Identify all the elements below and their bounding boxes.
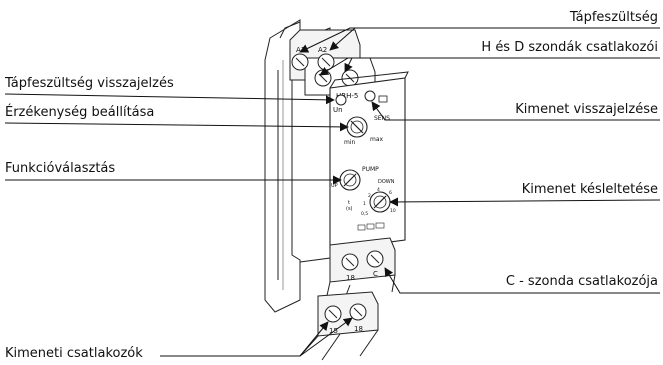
leader-c-probe xyxy=(384,267,660,294)
terminal-c-label: C xyxy=(373,270,378,278)
delay-scale-label: 4 xyxy=(377,187,380,193)
label-output-indication: Kimenet visszajelzése xyxy=(515,102,658,117)
up-label: UP xyxy=(331,183,338,189)
supply-led xyxy=(335,94,347,106)
bottom-terminal-block xyxy=(299,291,379,361)
leader-sensitivity xyxy=(4,122,349,132)
relay-symbol-icon xyxy=(378,95,388,103)
function-knob[interactable] xyxy=(339,169,361,191)
delay-scale-label: 6 xyxy=(389,190,392,196)
sens-label: SENS xyxy=(374,115,390,122)
sens-max-label: max xyxy=(370,136,384,143)
leader-hd xyxy=(319,57,660,76)
supply-led-label: Un xyxy=(333,106,343,114)
label-c-probe: C - szonda csatlakozója xyxy=(505,274,658,289)
delay-scale-label: 10 xyxy=(390,208,396,214)
delay-scale-label: 2 xyxy=(368,193,371,199)
leader-supply-indication xyxy=(4,93,335,105)
label-h-d-probes: H és D szondák csatlakozói xyxy=(481,40,658,55)
nameplate-marks xyxy=(357,222,385,231)
label-function-select: Funkcióválasztás xyxy=(5,161,116,176)
top-terminal-block xyxy=(279,21,376,96)
model-label: HRH-5 xyxy=(336,92,358,100)
terminal-a2-label: A2 xyxy=(318,46,327,54)
delay-scale-label: 0,5 xyxy=(361,211,368,217)
leader-output-terminals-2 xyxy=(299,317,353,357)
leader-delay xyxy=(389,197,661,207)
leader-supply-2 xyxy=(329,27,356,51)
down-label: DOWN xyxy=(378,179,395,185)
leader-supply xyxy=(299,27,660,53)
output-led xyxy=(364,90,376,102)
delay-scale-label: 1 xyxy=(363,201,366,207)
delay-mult-t: t xyxy=(348,200,350,206)
sens-min-label: min xyxy=(344,139,356,146)
leader-output-indication xyxy=(371,101,660,121)
leader-lines xyxy=(4,27,661,357)
label-output-delay: Kimenet késleltetése xyxy=(521,182,658,197)
pump-label: PUMP xyxy=(362,166,379,173)
label-sensitivity: Érzékenység beállítása xyxy=(5,105,155,120)
terminal-18-top-label: 18 xyxy=(346,274,355,282)
terminal-18-bottom-label: 18 xyxy=(354,325,363,333)
leader-output-terminals xyxy=(160,321,329,357)
label-supply-indication: Tápfeszültség visszajelzés xyxy=(5,76,174,91)
sensitivity-knob[interactable] xyxy=(346,116,368,138)
label-output-terminals: Kimeneti csatlakozók xyxy=(5,346,143,361)
middle-terminal-block xyxy=(325,237,396,301)
delay-knob[interactable] xyxy=(369,191,391,213)
delay-mult-s: (s) xyxy=(346,206,353,212)
leader-hd-2 xyxy=(344,57,353,73)
label-supply-voltage: Tápfeszültség xyxy=(569,10,658,25)
